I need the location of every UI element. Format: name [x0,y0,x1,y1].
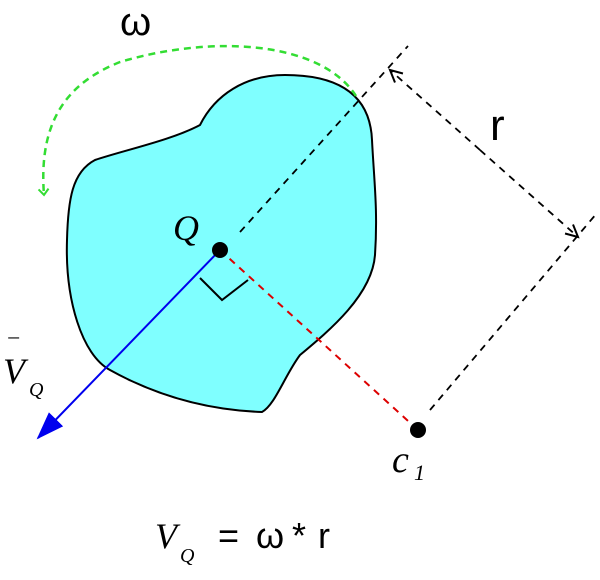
velocity-subscript: Q [29,379,44,401]
angular-velocity-arrow [37,44,358,197]
point-c-label: c [392,439,409,481]
r-label: r [490,101,505,150]
omega-label: ω [120,0,151,44]
formula-times: * [292,515,306,556]
extension-line-c1 [429,212,598,411]
radius-dimension-line [479,149,578,237]
formula-lhs-subscript: Q [180,545,195,567]
right-angle-marker [199,277,249,302]
radius-line-q-c1 [219,249,419,431]
velocity-arrow [36,249,221,440]
formula-equals: = [218,515,239,556]
point-c1-dot [410,422,426,438]
point-q-dot [212,242,228,258]
point-c-subscript: 1 [414,460,425,485]
point-q-label: Q [173,208,199,248]
formula: V Q = ω * r [155,515,330,567]
extension-line-q [239,45,409,233]
velocity-label: V [3,351,29,391]
formula-r: r [318,515,330,556]
formula-lhs-symbol: V [155,516,181,556]
radius-dimension-line-upper [390,70,481,151]
velocity-bar: ‾ [8,336,20,367]
formula-omega: ω [256,515,284,556]
